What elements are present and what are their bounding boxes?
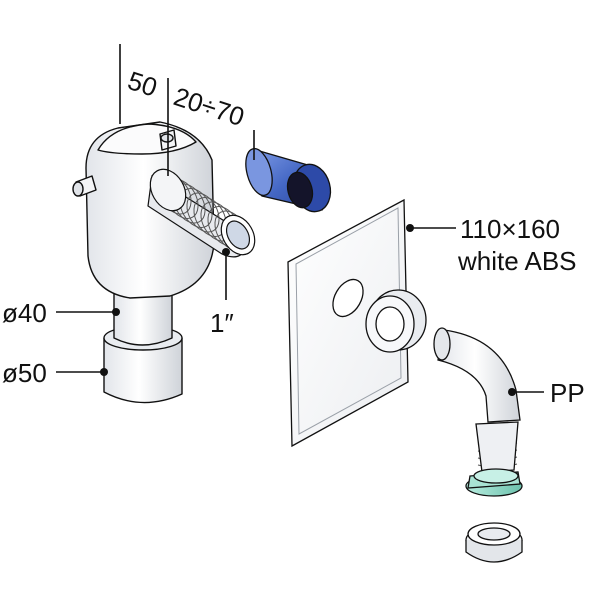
green-seal xyxy=(465,468,523,497)
dim-50-label: 50 xyxy=(124,65,161,102)
plate-hole xyxy=(332,278,364,318)
dia-50-label: ø50 xyxy=(2,358,47,388)
thread-ridge xyxy=(186,192,220,233)
left-peg-cap xyxy=(72,181,84,197)
blue-cap xyxy=(245,147,332,213)
plate-size-label: 110×160 xyxy=(460,214,560,244)
thread-label: 1″ xyxy=(210,308,234,338)
leader-lines xyxy=(56,44,544,393)
cover-plate xyxy=(287,198,427,448)
plate-thread-ring xyxy=(365,289,427,353)
pp-elbow xyxy=(433,327,523,497)
top-peg-cap xyxy=(160,133,174,143)
leader-dots xyxy=(100,224,516,396)
dia-40-label: ø40 xyxy=(2,298,47,328)
hex-nut xyxy=(465,522,523,563)
outlet-pipe-50 xyxy=(103,337,183,404)
plate-material-label: white ABS xyxy=(457,246,577,276)
threaded-inlet xyxy=(147,168,256,258)
pp-label: PP xyxy=(550,378,585,408)
thread-ridge xyxy=(193,197,227,237)
siphon-body xyxy=(72,121,215,404)
dim-range-label: 20÷70 xyxy=(170,81,248,132)
